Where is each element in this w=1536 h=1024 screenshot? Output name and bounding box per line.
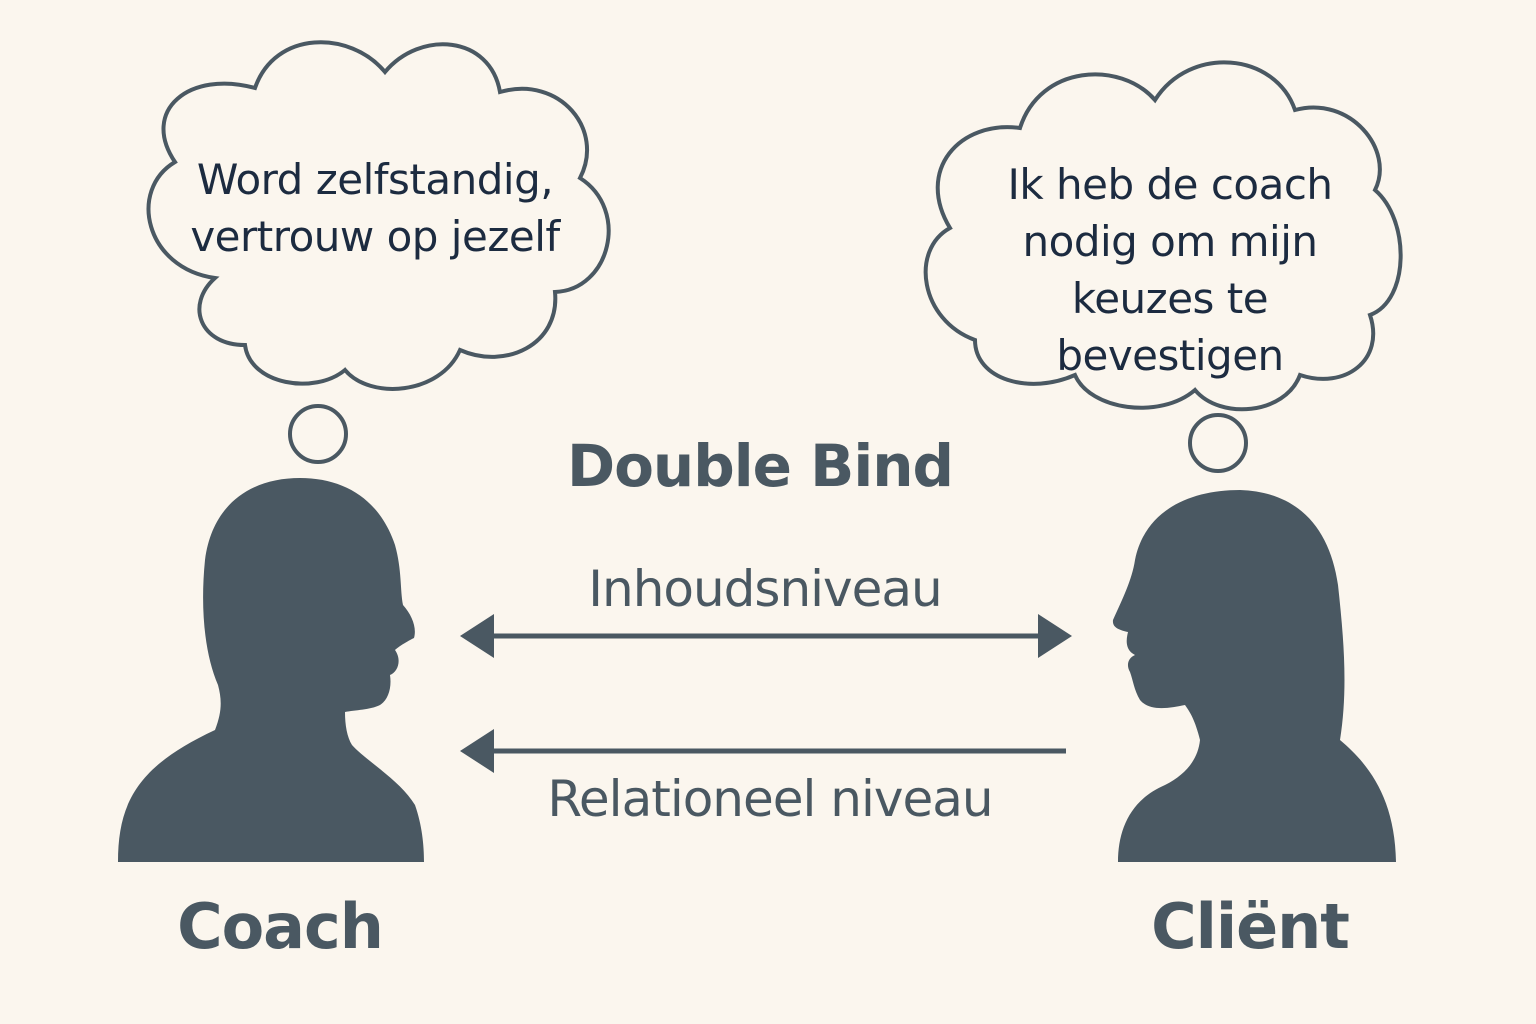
coach-thought-line: Word zelfstandig, — [196, 155, 554, 204]
coach-label: Coach — [177, 890, 384, 963]
client-thought-line: Ik heb de coach — [1007, 160, 1333, 209]
content-level-label: Inhoudsniveau — [588, 560, 942, 618]
coach-silhouette-icon — [118, 478, 424, 862]
client-thought-line: keuzes te bevestigen — [1056, 274, 1284, 380]
relational-level-left-arrow-icon — [460, 729, 1066, 773]
coach-thought-text: Word zelfstandig, vertrouw op jezelf — [170, 151, 580, 265]
client-silhouette-icon — [1112, 490, 1396, 862]
client-label: Cliënt — [1151, 890, 1350, 963]
coach-thought-line: vertrouw op jezelf — [190, 212, 560, 261]
relational-level-label: Relationeel niveau — [547, 770, 993, 828]
content-level-double-arrow-icon — [460, 614, 1072, 658]
client-thought-text: Ik heb de coach nodig om mijn keuzes te … — [955, 156, 1385, 384]
client-thought-dot-icon — [1188, 413, 1248, 473]
client-thought-line: nodig om mijn — [1022, 217, 1319, 266]
diagram-title: Double Bind — [566, 432, 954, 500]
coach-thought-bubble-icon — [146, 40, 611, 391]
coach-thought-dot-icon — [288, 404, 348, 464]
client-thought-bubble-icon — [923, 60, 1403, 412]
